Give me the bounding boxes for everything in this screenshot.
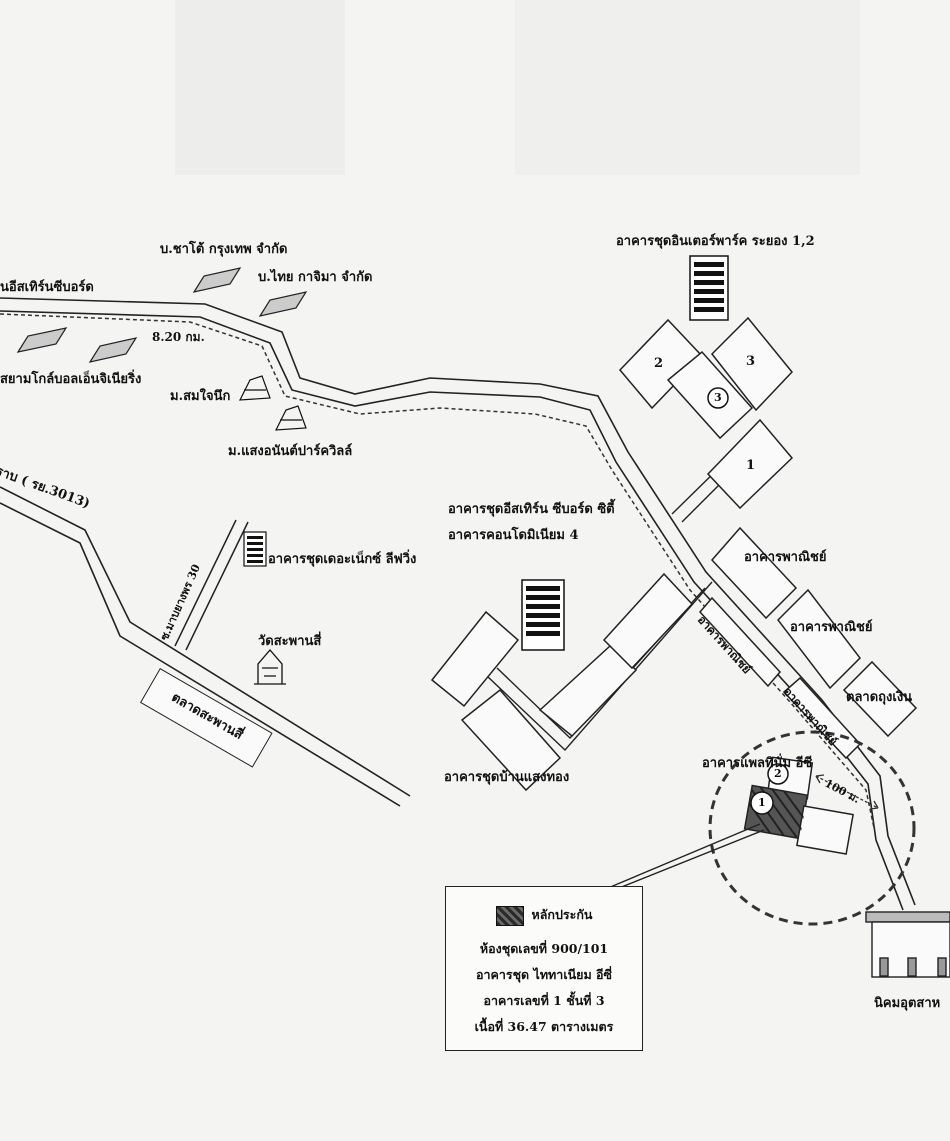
label-eastern-seaboard: นอีสเทิร์นซีบอร์ด bbox=[0, 280, 94, 295]
label-building-platinum: อาคารแพลทินั่ม อีซี bbox=[702, 756, 813, 771]
label-moo-saengananda: ม.แสงอนันต์ปาร์ควิลล์ bbox=[228, 444, 353, 459]
label-wat-saphan-si: วัดสะพานสี่ bbox=[258, 634, 322, 649]
label-market-toong: ตลาดถุงเงิน bbox=[846, 690, 913, 705]
village-icons bbox=[238, 375, 307, 431]
marker-1: 1 bbox=[758, 796, 766, 809]
circle-markers bbox=[707, 387, 789, 785]
label-condo-interpark: อาคารชุดอินเตอร์พาร์ค ระยอง 1,2 bbox=[616, 234, 815, 249]
label-condo-condominium4: อาคารคอนโดมิเนียม 4 bbox=[448, 528, 579, 543]
radius-circle bbox=[708, 730, 916, 926]
label-condo-eastern-city: อาคารชุดอีสเทิร์น ซีบอร์ด ซิตี้ bbox=[448, 502, 615, 517]
interpark-tower bbox=[689, 255, 729, 321]
legend-line3: อาคารเลขที่ 1 ชั้นที่ 3 bbox=[483, 993, 605, 1008]
callout-leader bbox=[607, 823, 765, 891]
soi-30-road bbox=[174, 519, 249, 651]
label-condo-the-next: อาคารชุดเดอะเน็กซ์ ลีฟวิ่ง bbox=[268, 552, 417, 567]
the-next-tower bbox=[243, 531, 267, 567]
temple-icon bbox=[254, 649, 286, 685]
eastern-city-tower bbox=[521, 579, 565, 651]
main-road bbox=[0, 297, 916, 911]
condo-blocks bbox=[430, 572, 694, 792]
warehouses bbox=[16, 267, 308, 363]
legend-line4: เนื้อที่ 36.47 ตารางเมตร bbox=[474, 1019, 614, 1034]
legend-line1: ห้องชุดเลขที่ 900/101 bbox=[479, 941, 609, 956]
road-3013 bbox=[0, 486, 411, 807]
label-bldg-1: 1 bbox=[746, 458, 756, 473]
marker-3: 3 bbox=[714, 391, 722, 404]
marker-2: 2 bbox=[774, 767, 782, 780]
label-commercial-1: อาคารพาณิชย์ bbox=[744, 550, 827, 565]
label-distance-8km: 8.20 กม. bbox=[152, 330, 205, 344]
legend-title: หลักประกัน bbox=[531, 907, 593, 922]
collateral-callout: หลักประกัน ห้องชุดเลขที่ 900/101 อาคารชุ… bbox=[445, 886, 643, 1051]
label-bldg-2: 2 bbox=[654, 356, 664, 371]
label-bldg-3: 3 bbox=[746, 354, 756, 369]
legend-title-row: หลักประกัน bbox=[446, 905, 642, 926]
label-commercial-2: อาคารพาณิชย์ bbox=[790, 620, 873, 635]
legend-line2: อาคารชุด ไททาเนียม อีซี่ bbox=[475, 967, 613, 982]
distance-arrow bbox=[815, 775, 879, 809]
subject-buildings bbox=[743, 756, 854, 855]
route-dashed bbox=[0, 313, 875, 829]
label-company-thai-kajima: บ.ไทย กาจิมา จำกัด bbox=[258, 270, 373, 285]
commercial-blocks bbox=[698, 526, 918, 760]
label-company-chatto: บ.ชาโต้ กรุงเทพ จำกัด bbox=[160, 242, 288, 257]
collateral-swatch bbox=[495, 905, 524, 926]
label-moo-somjainuek: ม.สมใจนึก bbox=[170, 389, 231, 404]
label-condo-ban-saengthong: อาคารชุดบ้านแสงทอง bbox=[444, 770, 570, 785]
label-siam-global: สยามโกล์บอลเอ็นจิเนียริ่ง bbox=[0, 372, 142, 387]
industrial-building bbox=[865, 911, 950, 978]
label-industrial-estate: นิคมอุตสาห bbox=[874, 996, 941, 1011]
